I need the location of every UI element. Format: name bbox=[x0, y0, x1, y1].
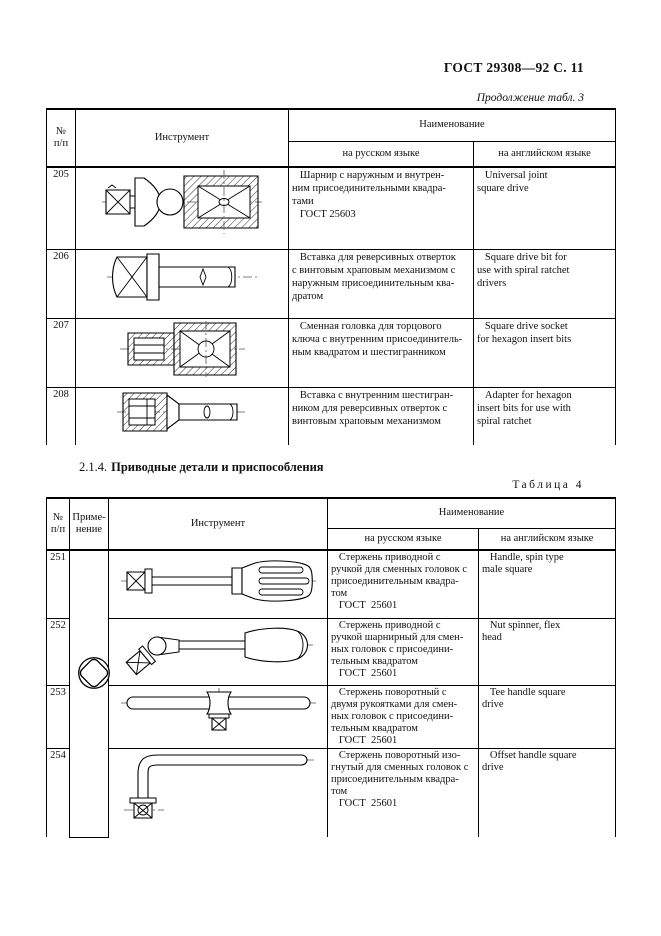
name-english: Tee handle square drive bbox=[477, 684, 617, 749]
table-continuation-note: Продолжение табл. 3 bbox=[476, 92, 584, 104]
name-russian: Стержень поворотный с двумя рукоятками д… bbox=[327, 684, 479, 749]
t4-col-ru-header: на русском языке bbox=[327, 527, 479, 551]
name-russian: Сменная головка для торцового ключа с вн… bbox=[288, 317, 474, 388]
section-title: Приводные детали и приспособления bbox=[111, 460, 324, 474]
name-russian: Стержень приводной с ручкой для сменных … bbox=[327, 549, 479, 619]
offset-handle-drawing bbox=[118, 750, 318, 820]
name-russian: Вставка с внутренним шестигран- ником дл… bbox=[288, 386, 474, 445]
application-cell bbox=[69, 549, 109, 838]
row-number: 205 bbox=[46, 166, 76, 250]
table-row: 254 Стержень поворотный изо- гнутый для … bbox=[46, 747, 617, 837]
table-row: 205 bbox=[46, 166, 617, 250]
table-4: № п/п Приме- нение Инструмент Наименован… bbox=[46, 497, 617, 838]
hexagon-insert-adapter-drawing bbox=[117, 389, 247, 435]
name-russian: Вставка для реверсивных отверток с винто… bbox=[288, 248, 474, 319]
t4-col-num-header: № п/п bbox=[46, 497, 70, 551]
name-english: Handle, spin type male square bbox=[477, 549, 617, 619]
t4-col-application-header: Приме- нение bbox=[69, 497, 109, 551]
name-english: Offset handle square drive bbox=[477, 747, 617, 837]
square-drive-bit-drawing bbox=[107, 251, 257, 303]
name-english: Square drive bit for use with spiral rat… bbox=[472, 248, 617, 319]
row-number: 208 bbox=[46, 386, 76, 445]
name-russian: Шарнир с наружным и внутрен- ним присоед… bbox=[288, 166, 474, 250]
row-number: 253 bbox=[46, 684, 70, 749]
row-number: 206 bbox=[46, 248, 76, 319]
t3-col-tool-header: Инструмент bbox=[75, 108, 289, 168]
table-3: № п/п Инструмент Наименование на русском… bbox=[46, 108, 617, 445]
row-number: 254 bbox=[46, 747, 70, 837]
table-row: 251 bbox=[46, 549, 617, 838]
name-english: Universal joint square drive bbox=[472, 166, 617, 250]
table-4-caption: Таблица 4 bbox=[512, 479, 584, 491]
t3-col-ru-header: на русском языке bbox=[288, 140, 474, 168]
t3-col-num-header: № п/п bbox=[46, 108, 76, 168]
document-reference: ГОСТ 29308—92 С. 11 bbox=[443, 60, 584, 75]
table-row: 208 Вставка с внутренним шестигран- ни bbox=[46, 386, 617, 445]
spin-type-handle-drawing bbox=[121, 552, 316, 610]
section-heading: 2.1.4.Приводные детали и приспособления bbox=[79, 460, 324, 475]
universal-joint-drawing bbox=[102, 169, 262, 235]
section-number: 2.1.4. bbox=[79, 460, 108, 474]
name-russian: Стержень поворотный изо- гнутый для смен… bbox=[327, 747, 479, 837]
name-russian: Стержень приводной с ручкой шарнирный дл… bbox=[327, 617, 479, 686]
table-row: 252 Стержень привод bbox=[46, 617, 617, 686]
square-drive-socket-drawing bbox=[120, 320, 245, 378]
tee-handle-drawing bbox=[121, 687, 316, 733]
t4-col-tool-header: Инструмент bbox=[108, 497, 328, 551]
name-english: Square drive socket for hexagon insert b… bbox=[472, 317, 617, 388]
row-number: 251 bbox=[46, 549, 70, 619]
row-number: 252 bbox=[46, 617, 70, 686]
table-row: 207 Сменная головка для тор bbox=[46, 317, 617, 388]
t3-col-en-header: на английском языке bbox=[472, 140, 617, 168]
name-english: Nut spinner, flex head bbox=[477, 617, 617, 686]
t3-col-name-header: Наименование bbox=[287, 108, 617, 142]
t4-col-name-header: Наименование bbox=[326, 497, 617, 529]
square-drive-cross-section-icon bbox=[73, 652, 115, 694]
row-number: 207 bbox=[46, 317, 76, 388]
name-english: Adapter for hexagon insert bits for use … bbox=[472, 386, 617, 445]
table-row: 206 Вставка для реверсивных отверток с в… bbox=[46, 248, 617, 319]
t4-col-en-header: на английском языке bbox=[477, 527, 617, 551]
flex-head-nut-spinner-drawing bbox=[121, 620, 316, 678]
table-row: 253 Стержень поворотный с двумя рукоятка… bbox=[46, 684, 617, 749]
